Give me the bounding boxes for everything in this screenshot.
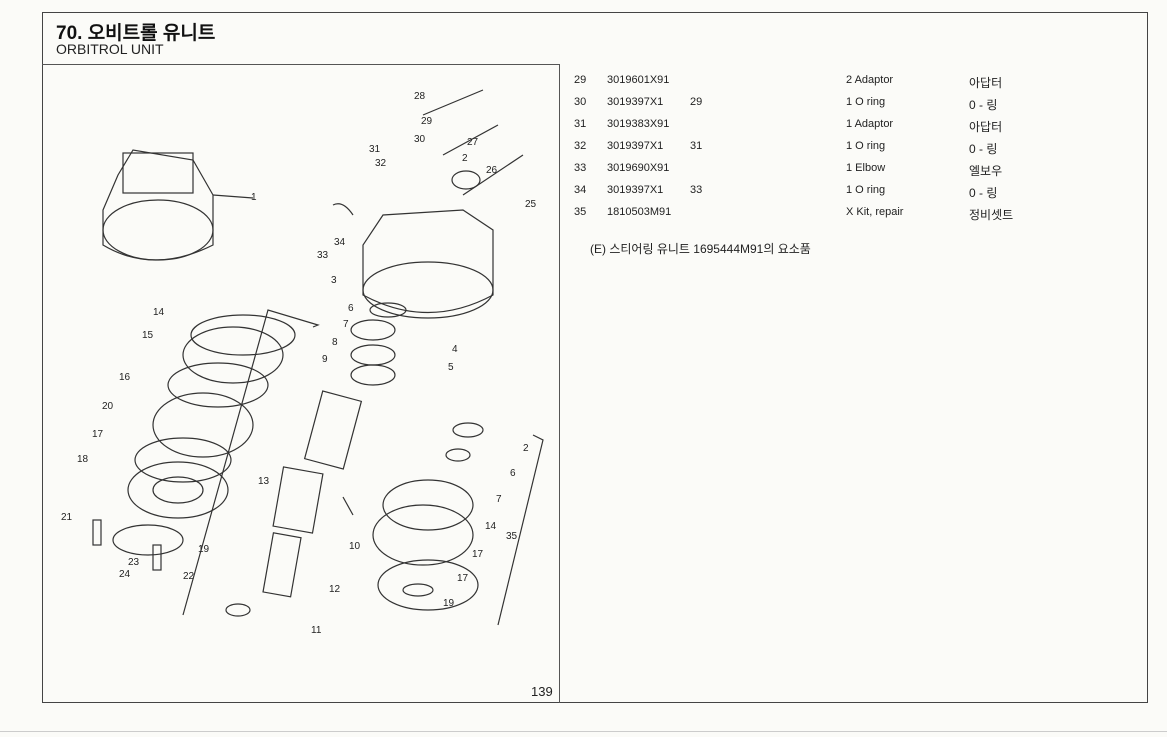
callout-label: 32 (375, 158, 387, 169)
callout-label: 6 (348, 303, 354, 314)
qty-description: 2 Adaptor (846, 74, 894, 86)
korean-name: 0 - 링 (969, 186, 998, 200)
part-number: 1810503M91 (607, 206, 672, 218)
korean-name: 정비셋트 (969, 208, 1014, 222)
callout-label: 35 (506, 531, 518, 542)
part-number: 3019601X91 (607, 74, 670, 86)
orbitrol-unit-right-drawing (332, 89, 524, 319)
part-number: 3019690X91 (607, 162, 670, 174)
reference: 29 (690, 96, 703, 108)
callout-label: 7 (343, 319, 349, 330)
callout-label: 3 (331, 275, 337, 286)
callout-label: 19 (198, 544, 210, 555)
callout-label: 7 (496, 494, 502, 505)
callout-label: 27 (467, 137, 479, 148)
callout-label: 30 (414, 134, 426, 145)
qty-description: 1 O ring (846, 96, 886, 108)
qty-description: 1 Elbow (846, 162, 886, 174)
callout-label: 18 (77, 454, 89, 465)
callout-label: 19 (443, 598, 455, 609)
item-number: 33 (574, 162, 587, 174)
item-number: 30 (574, 96, 587, 108)
korean-name: 0 - 링 (969, 142, 998, 156)
callout-label: 15 (142, 330, 154, 341)
callout-label: 33 (317, 250, 329, 261)
page-frame (42, 12, 1148, 703)
korean-name: 아답터 (969, 120, 1003, 134)
callout-label: 25 (525, 199, 537, 210)
callout-label: 24 (119, 569, 131, 580)
section-title-english: ORBITROL UNIT (56, 41, 164, 57)
callout-label: 8 (332, 337, 338, 348)
item-number: 31 (574, 118, 587, 130)
callout-label: 26 (486, 165, 498, 176)
callout-label: 17 (92, 429, 104, 440)
callout-label: 10 (349, 541, 361, 552)
callout-label: 12 (329, 584, 341, 595)
callout-label: 9 (322, 354, 328, 365)
korean-name: 0 - 링 (969, 98, 998, 112)
callout-label: 2 (523, 443, 529, 454)
callout-label: 28 (414, 91, 426, 102)
item-number: 29 (574, 74, 587, 86)
callout-label: 2 (462, 153, 468, 164)
callout-label: 31 (369, 144, 381, 155)
column-divider (559, 64, 560, 703)
page-edge (0, 731, 1167, 732)
qty-description: X Kit, repair (846, 206, 904, 218)
part-number: 3019397X1 (607, 140, 664, 152)
callout-label: 13 (258, 476, 270, 487)
footnote: (E) 스티어링 유니트 1695444M91의 요소품 (590, 242, 811, 256)
section-title-korean: 70. 오비트롤 유니트 (56, 23, 216, 44)
orbitrol-unit-left-drawing (102, 149, 254, 261)
callout-label: 20 (102, 401, 114, 412)
callout-label: 6 (510, 468, 516, 479)
callout-label: 14 (153, 307, 165, 318)
qty-description: 1 O ring (846, 184, 886, 196)
seal-stack-right (372, 422, 544, 626)
callout-label: 17 (457, 573, 469, 584)
part-number: 3019397X1 (607, 96, 664, 108)
korean-name: 아답터 (969, 76, 1003, 90)
item-number: 35 (574, 206, 587, 218)
callout-label: 22 (183, 571, 195, 582)
callout-label: 23 (128, 557, 140, 568)
reference: 33 (690, 184, 703, 196)
callout-label: 14 (485, 521, 497, 532)
qty-description: 1 O ring (846, 140, 886, 152)
exploded-parts-diagram (92, 89, 544, 626)
callout-label: 17 (472, 549, 484, 560)
item-number: 34 (574, 184, 587, 196)
page-number: 139 (531, 684, 553, 699)
callout-label: 16 (119, 372, 131, 383)
qty-description: 1 Adaptor (846, 118, 894, 130)
korean-name: 엘보우 (969, 164, 1003, 178)
seal-stack-left (92, 314, 296, 571)
callout-label: 4 (452, 344, 458, 355)
callout-label: 1 (251, 192, 257, 203)
reference: 31 (690, 140, 703, 152)
item-number: 32 (574, 140, 587, 152)
callout-label: 11 (311, 625, 322, 636)
spool-assembly (182, 302, 407, 617)
callout-label: 21 (61, 512, 73, 523)
part-number: 3019383X91 (607, 118, 670, 130)
callout-label: 5 (448, 362, 454, 373)
callout-label: 29 (421, 116, 433, 127)
callout-label: 34 (334, 237, 346, 248)
header-divider (42, 64, 560, 65)
part-number: 3019397X1 (607, 184, 664, 196)
